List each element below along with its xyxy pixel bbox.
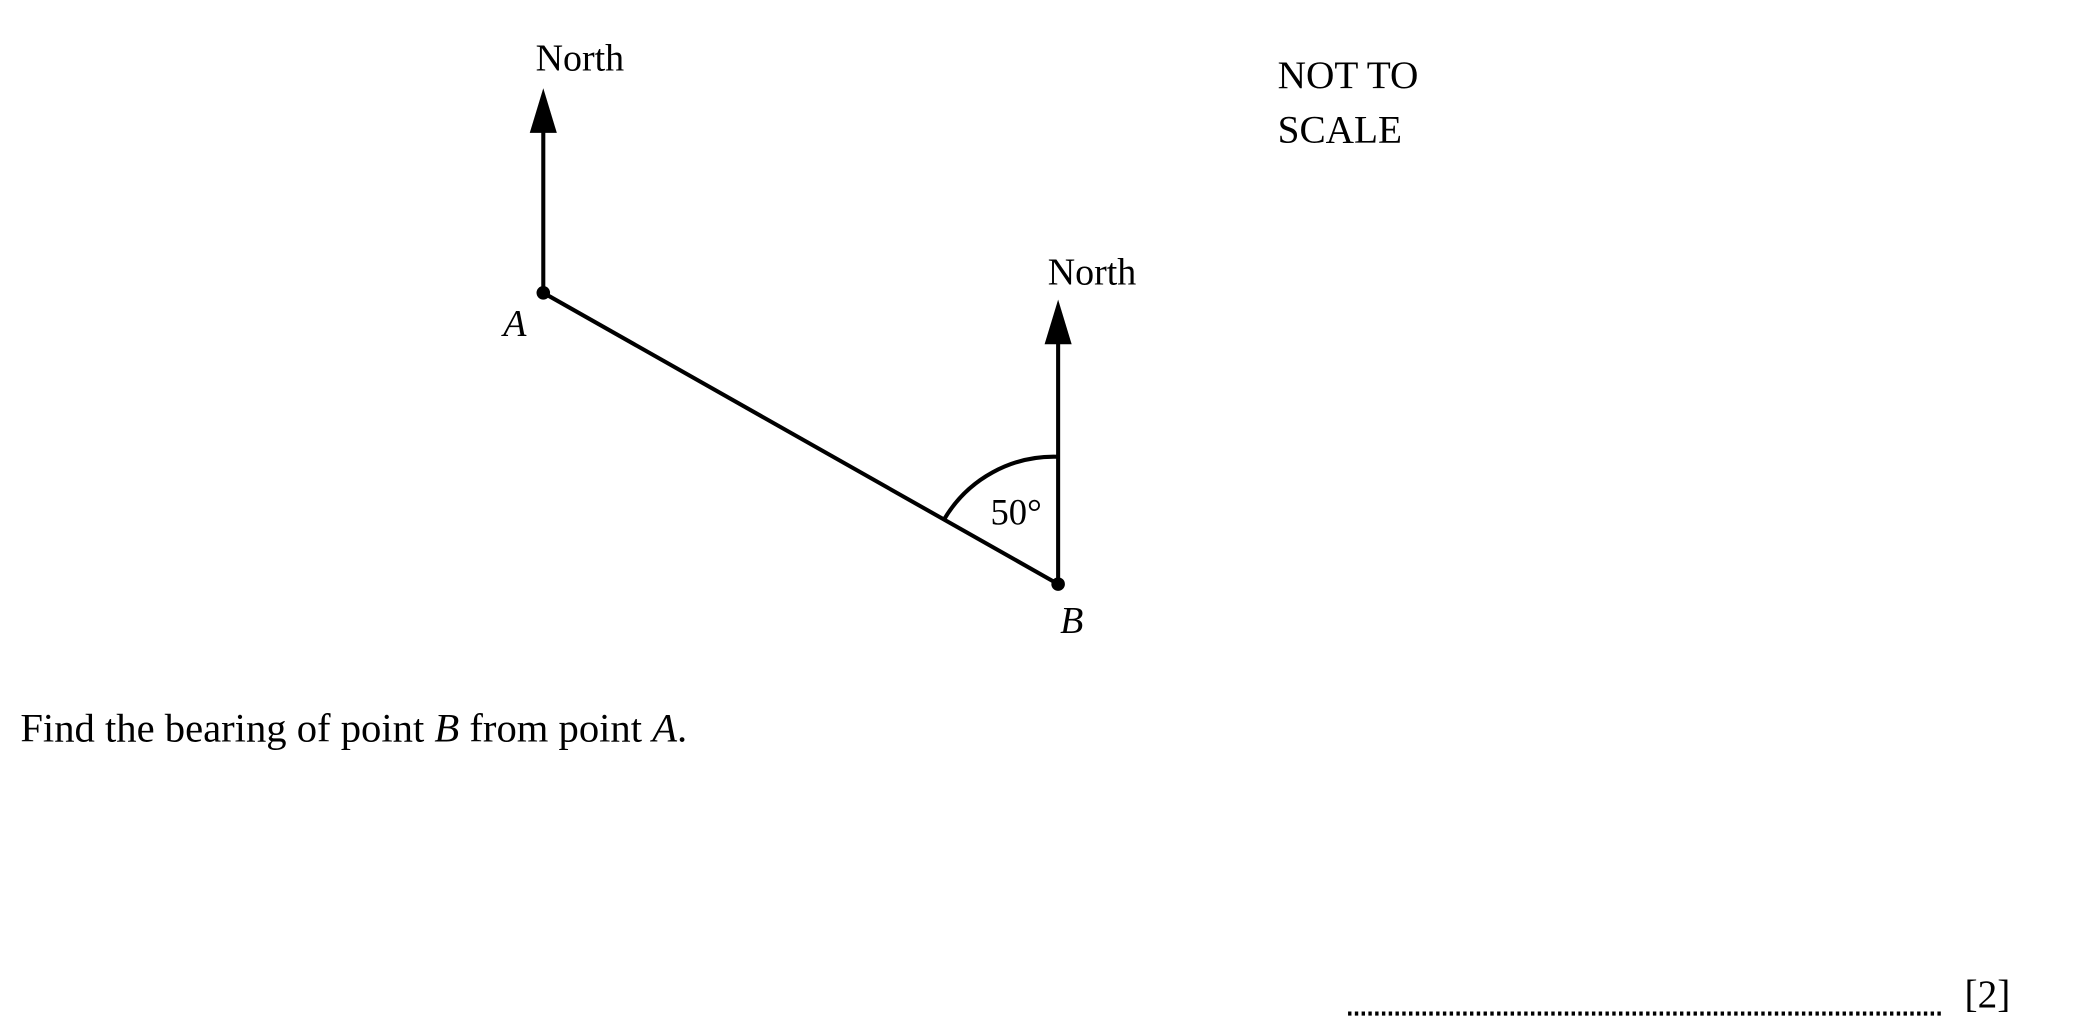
point-b-label: B	[1060, 600, 1083, 642]
point-a-label: A	[500, 303, 527, 345]
north-label-a: North	[536, 38, 625, 80]
arrowhead-b	[1044, 299, 1072, 345]
point-a-dot	[536, 286, 551, 300]
angle-arc	[942, 454, 1059, 521]
north-label-b: North	[1048, 252, 1137, 294]
point-b-dot	[1051, 577, 1065, 591]
angle-label: 50°	[991, 491, 1042, 532]
not-to-scale-line2: SCALE	[1278, 108, 1402, 151]
line-ab	[542, 291, 1060, 586]
arrowhead-a	[529, 88, 557, 133]
marks-label: [2]	[1965, 973, 2011, 1016]
question-text: Find the bearing of point B from point A…	[20, 705, 687, 750]
not-to-scale-line1: NOT TO	[1278, 54, 1419, 97]
